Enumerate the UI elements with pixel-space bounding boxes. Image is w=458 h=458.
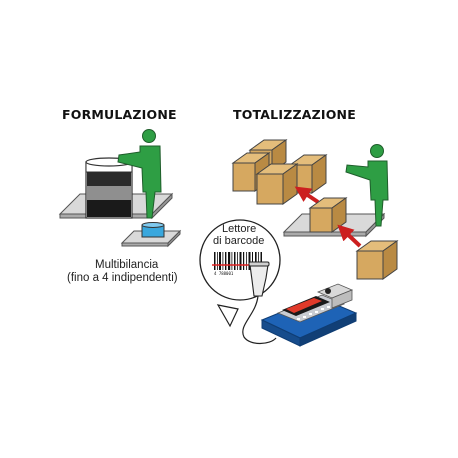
- person-pointing-icon: [345, 144, 389, 227]
- cardboard-box-icon: [308, 197, 348, 233]
- cardboard-box-icon: [255, 163, 299, 205]
- formulazione-heading: FORMULAZIONE: [62, 107, 177, 122]
- liquid-bowl: [141, 222, 165, 238]
- arrow-icon: [337, 224, 362, 248]
- barcode-digits: 4 788001: [214, 271, 234, 276]
- totalizzazione-heading: TOTALIZZAZIONE: [233, 107, 356, 122]
- multibilancia-caption: Multibilancia: [95, 259, 159, 271]
- independent-scales-caption: (fino a 4 indipendenti): [67, 272, 178, 284]
- arrow-icon: [294, 186, 320, 204]
- bubble-label-line1: Lettore: [222, 223, 256, 235]
- scanner-cable: [242, 295, 277, 345]
- formulation-scene: Multibilancia (fino a 4 indipendenti): [58, 129, 182, 284]
- barcode-reader-bubble: Lettore di barcode 4 788001: [199, 219, 281, 345]
- totalization-scene: [231, 139, 399, 280]
- bubble-label-line2: di barcode: [213, 235, 264, 247]
- cardboard-box-icon: [355, 240, 399, 280]
- person-pointing-icon: [117, 129, 162, 219]
- barcode-scanner-icon: [248, 261, 270, 297]
- ingredient-container: [85, 157, 133, 219]
- barcode-icon: [214, 252, 262, 270]
- weighing-terminal-icon: [260, 283, 358, 347]
